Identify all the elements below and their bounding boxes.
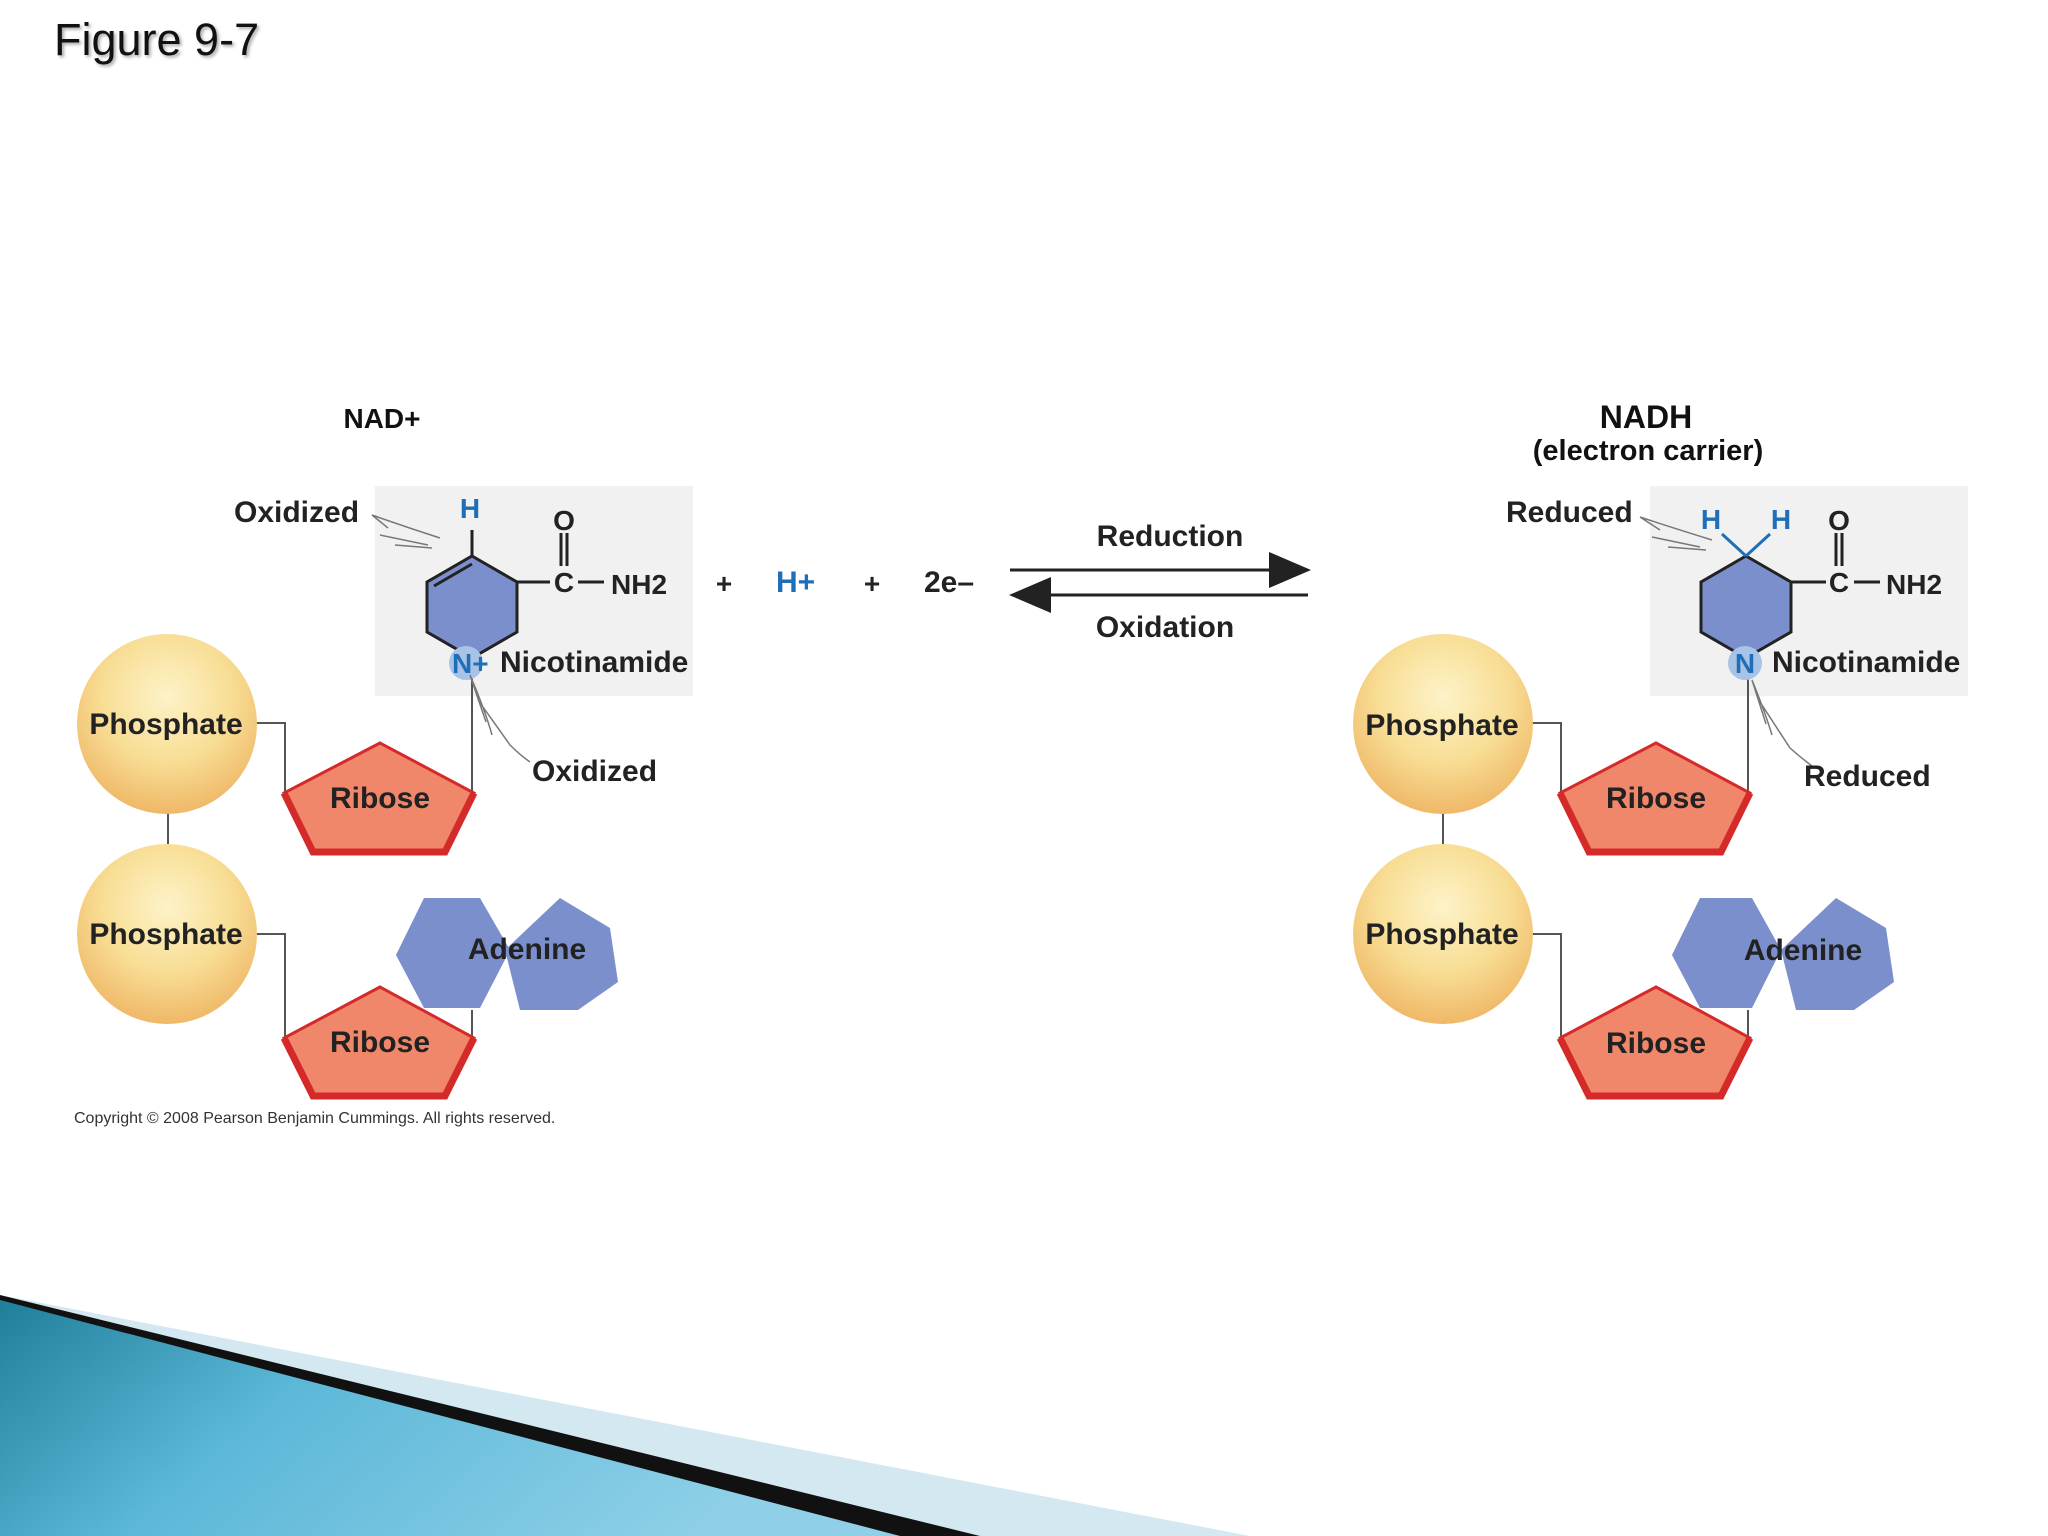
- nadh-adenine-ring-1: [1672, 898, 1781, 1008]
- plus-sign-1: +: [716, 568, 732, 599]
- nad-adenine-label: Adenine: [468, 933, 586, 966]
- nadh-ribose-1-label: Ribose: [1606, 782, 1706, 815]
- proton-label: H+: [776, 566, 815, 599]
- nadh-adenine-ring-2: [1781, 898, 1894, 1010]
- nad-atom-o: O: [553, 505, 575, 536]
- nad-atom-c: C: [554, 567, 574, 598]
- nadh-atom-o: O: [1828, 505, 1850, 536]
- nad-ribose-2-label: Ribose: [330, 1026, 430, 1059]
- nadh-phosphate-2-label: Phosphate: [1365, 918, 1518, 951]
- nad-phosphate-2: [77, 844, 257, 1024]
- nad-title: NAD+: [343, 403, 420, 434]
- reduction-label: Reduction: [1097, 520, 1244, 553]
- slide-title: Figure 9-7: [54, 14, 260, 65]
- redox-reaction: + H+ + 2e– Reduction Oxidation: [716, 520, 1311, 644]
- nadh-atom-nh2: NH2: [1886, 569, 1942, 600]
- nadh-reduced-top-label: Reduced: [1506, 496, 1633, 529]
- nad-phosphate-1: [77, 634, 257, 814]
- nad-adenine-ring-2: [505, 898, 618, 1010]
- nadh-molecule: NADH (electron carrier) Phosphate Phosph…: [1353, 399, 1968, 1100]
- nadh-atom-h-1: H: [1701, 504, 1721, 535]
- nadh-reduced-bottom-label: Reduced: [1804, 760, 1931, 793]
- nad-oxidized-bottom-label: Oxidized: [532, 755, 657, 788]
- nadh-ribose-2-label: Ribose: [1606, 1027, 1706, 1060]
- electrons-label: 2e–: [924, 566, 974, 599]
- nadh-atom-h-2: H: [1771, 504, 1791, 535]
- nadh-atom-n: N: [1735, 648, 1755, 679]
- nadh-nicotinamide-label: Nicotinamide: [1772, 646, 1960, 679]
- nad-phosphate-1-label: Phosphate: [89, 708, 242, 741]
- nad-atom-n-plus: N+: [452, 648, 489, 679]
- decorative-swoosh: [0, 1295, 1250, 1536]
- nad-phosphate-2-label: Phosphate: [89, 918, 242, 951]
- nadh-phosphate-1: [1353, 634, 1533, 814]
- copyright-notice: Copyright © 2008 Pearson Benjamin Cummin…: [74, 1110, 556, 1127]
- nadh-atom-c: C: [1829, 567, 1849, 598]
- nadh-adenine-label: Adenine: [1744, 934, 1862, 967]
- nad-atom-nh2: NH2: [611, 569, 667, 600]
- nad-plus-molecule: NAD+ Phosphate Phosphate Ribose Ribose A…: [77, 403, 693, 1100]
- nadh-phosphate-2: [1353, 844, 1533, 1024]
- nadh-phosphate-1-label: Phosphate: [1365, 709, 1518, 742]
- plus-sign-2: +: [864, 568, 880, 599]
- nad-atom-h: H: [460, 493, 480, 524]
- nad-oxidized-top-label: Oxidized: [234, 496, 359, 529]
- oxidation-label: Oxidation: [1096, 611, 1234, 644]
- nad-ribose-1-label: Ribose: [330, 782, 430, 815]
- nadh-title: NADH: [1600, 399, 1692, 435]
- nad-nicotinamide-label: Nicotinamide: [500, 646, 688, 679]
- nadh-subtitle: (electron carrier): [1533, 435, 1764, 467]
